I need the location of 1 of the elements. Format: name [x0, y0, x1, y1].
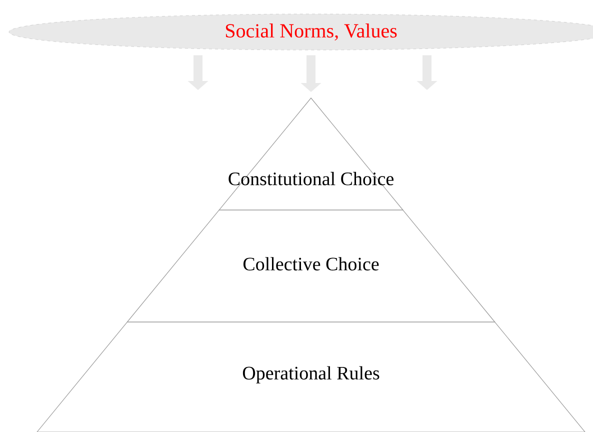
pyramid-tier: Collective Choice — [126, 210, 496, 322]
